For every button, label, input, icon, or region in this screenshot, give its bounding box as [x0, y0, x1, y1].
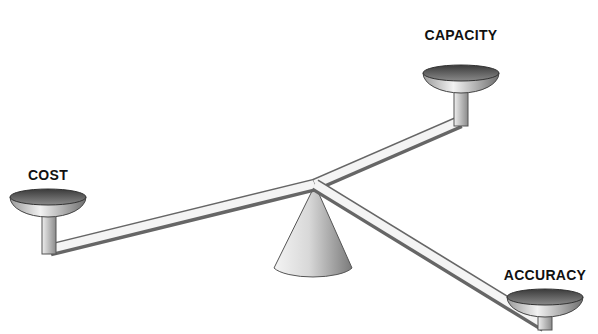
scale-label: CAPACITY	[425, 27, 498, 43]
cost-bowl	[10, 189, 86, 254]
scale-label: ACCURACY	[504, 267, 587, 283]
scale-label: COST	[28, 167, 68, 183]
balance-arms	[50, 121, 545, 326]
accuracy-bowl	[507, 289, 583, 330]
capacity-bowl	[423, 65, 499, 126]
